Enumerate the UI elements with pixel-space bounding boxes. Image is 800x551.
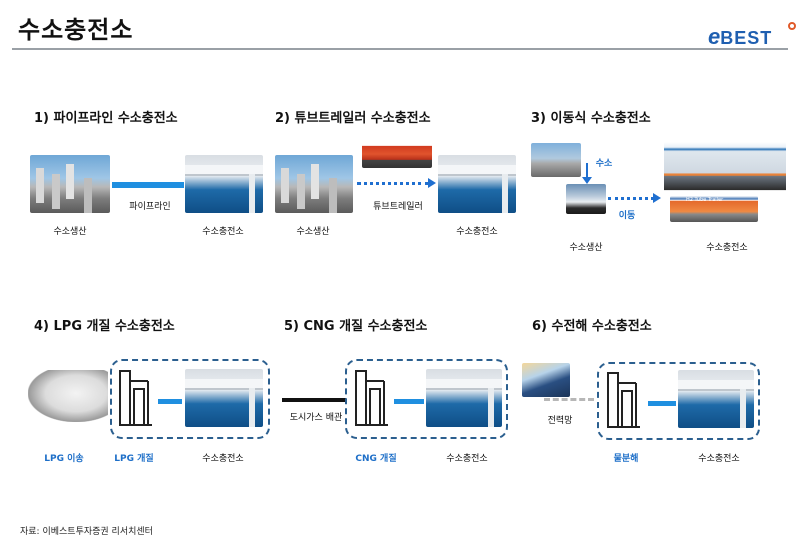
down-connector <box>586 163 588 179</box>
hydrogen-station-image <box>185 155 263 213</box>
section-3-title: 3) 이동식 수소충전소 <box>531 111 651 126</box>
hydrogen-plant-image <box>531 143 581 177</box>
city-gas-label: 도시가스 배관 <box>289 413 343 423</box>
station-label: 수소충전소 <box>202 227 244 237</box>
lpg-reformer-box <box>110 359 270 439</box>
mobile-station-image <box>664 142 786 194</box>
production-label: 수소생산 <box>53 227 87 237</box>
water-electrolysis-label: 물분해 <box>613 454 639 464</box>
reformer-tower-icon <box>354 367 390 429</box>
electrolyzer-icon <box>606 369 642 431</box>
hydrogen-station-image <box>678 370 754 428</box>
title-divider <box>12 48 788 50</box>
station-label: 수소충전소 <box>446 454 488 464</box>
tube-skid-image: H2 Tube Trailer <box>670 196 758 222</box>
hydrogen-station-image <box>185 369 263 427</box>
station-label: 수소충전소 <box>202 454 244 464</box>
tube-trailer-image <box>362 140 432 168</box>
tube-trailer-arrow <box>357 182 429 185</box>
station-label: 수소충전소 <box>456 227 498 237</box>
section-6-title: 6) 수전해 수소충전소 <box>532 319 652 334</box>
hydrogen-plant-image <box>30 155 110 213</box>
power-line <box>544 398 594 401</box>
lpg-reform-label: LPG 개질 <box>114 454 154 464</box>
page-title: 수소충전소 <box>18 16 134 44</box>
reformer-connector <box>394 399 424 404</box>
arrow-head-icon <box>653 193 661 203</box>
skid-text: H2 Tube Trailer <box>686 197 724 203</box>
move-arrow <box>608 197 654 200</box>
section-5-title: 5) CNG 개질 수소충전소 <box>284 319 428 334</box>
move-label: 이동 <box>618 211 636 221</box>
logo-dot-icon <box>788 22 796 30</box>
tube-trailer-label: 튜브트레일러 <box>373 202 423 212</box>
arrow-head-icon <box>428 178 436 188</box>
ebest-logo: eBEST <box>708 22 796 50</box>
pipeline-connector <box>112 182 184 188</box>
cng-reform-label: CNG 개질 <box>355 454 397 464</box>
lpg-transport-label: LPG 이송 <box>44 454 84 464</box>
down-arrow-icon <box>582 177 592 184</box>
power-grid-label: 전력망 <box>547 416 573 426</box>
logo-best: BEST <box>720 28 773 48</box>
electrolysis-box <box>597 362 760 440</box>
pipeline-label: 파이프라인 <box>129 202 171 212</box>
reformer-tower-icon <box>118 367 154 429</box>
station-label: 수소충전소 <box>698 454 740 464</box>
station-label: 수소충전소 <box>706 243 748 253</box>
city-gas-pipe <box>282 398 346 402</box>
mobile-truck-image <box>566 184 606 214</box>
logo-e: e <box>708 24 721 49</box>
lpg-truck-image <box>28 370 108 422</box>
production-label: 수소생산 <box>569 243 603 253</box>
production-label: 수소생산 <box>296 227 330 237</box>
hydrogen-station-image <box>438 155 516 213</box>
hydrogen-label: 수소 <box>595 159 613 169</box>
section-4-title: 4) LPG 개질 수소충전소 <box>34 319 175 334</box>
hydrogen-station-image <box>426 369 502 427</box>
electrolysis-connector <box>648 401 676 406</box>
section-1-title: 1) 파이프라인 수소충전소 <box>34 111 178 126</box>
source-footnote: 자료: 이베스트투자증권 리서치센터 <box>20 527 153 537</box>
cng-reformer-box <box>345 359 508 439</box>
reformer-connector <box>158 399 182 404</box>
power-grid-image <box>522 363 570 397</box>
hydrogen-plant-image <box>275 155 353 213</box>
section-2-title: 2) 튜브트레일러 수소충전소 <box>275 111 431 126</box>
